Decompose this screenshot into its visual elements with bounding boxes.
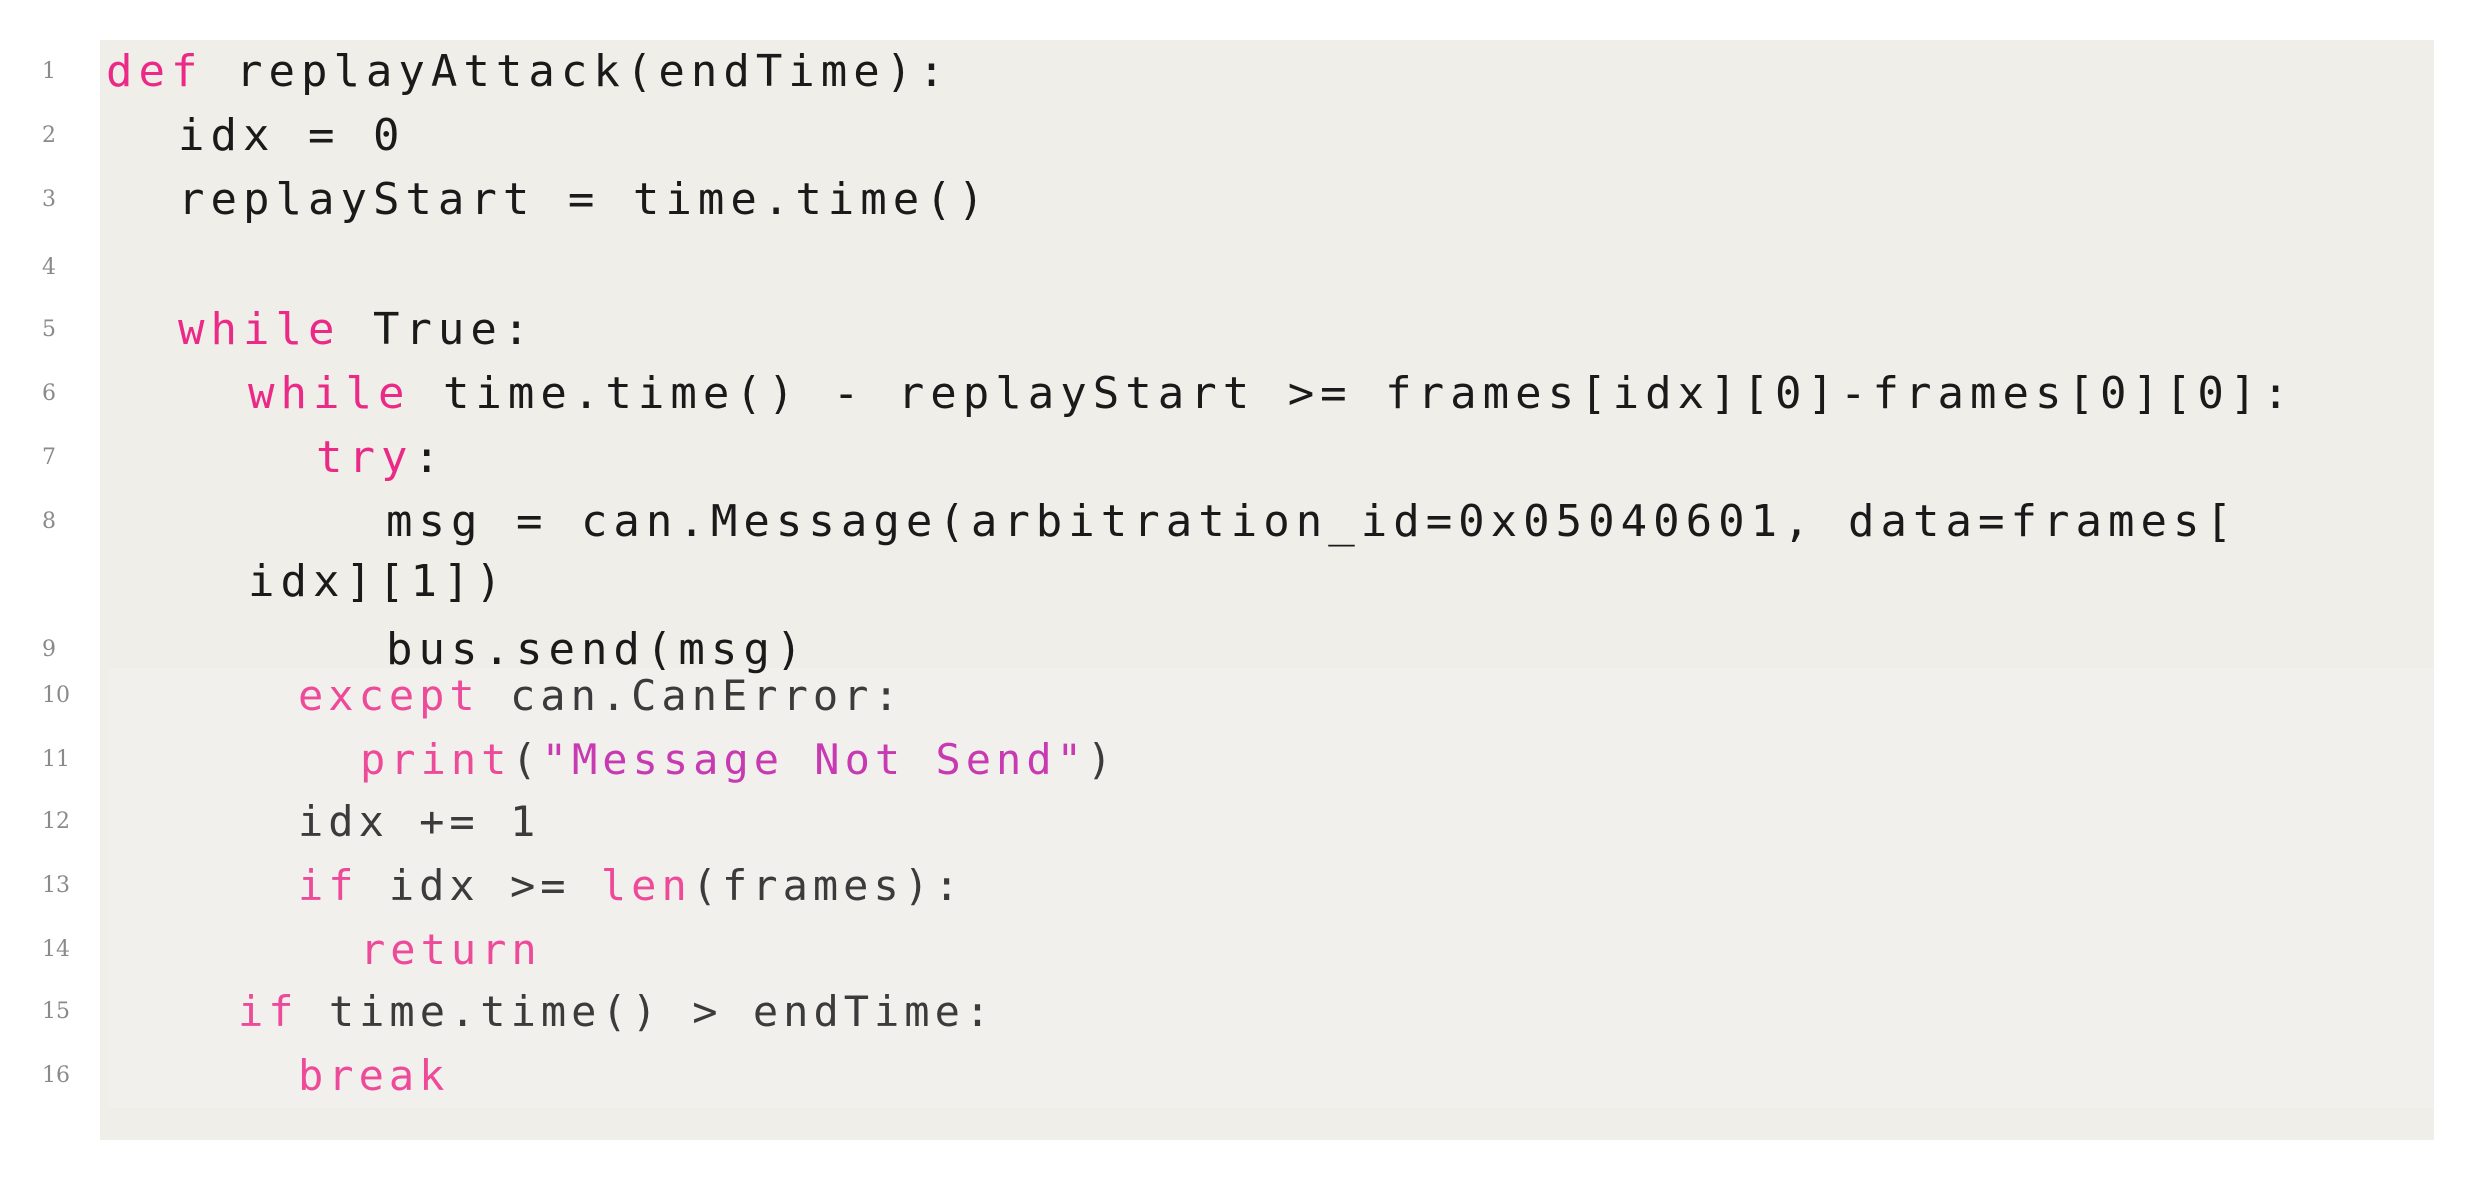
code-token: (frames):: [691, 861, 965, 910]
line-number: 11: [42, 747, 70, 772]
string-token: "Message Not Send": [541, 735, 1087, 784]
code-line: 2 idx = 0: [0, 106, 2466, 166]
line-number: 16: [42, 1063, 70, 1088]
line-number: 12: [42, 809, 70, 834]
code-line: 15 if time.time() > endTime:: [0, 982, 2466, 1042]
line-number: 10: [42, 683, 70, 708]
line-number: 4: [42, 255, 56, 280]
line-number: 13: [42, 873, 70, 898]
code-panel-lower: [108, 668, 2434, 1108]
code-text: idx += 1: [298, 792, 540, 852]
code-text: bus.send(msg): [386, 620, 808, 680]
code-text: if idx >= len(frames):: [298, 856, 964, 916]
code-token: (: [511, 735, 542, 784]
code-token: time.time() - replayStart >= frames[idx]…: [410, 368, 2295, 419]
code-token: idx][1]): [248, 556, 508, 607]
code-line: 12 idx += 1: [0, 792, 2466, 852]
keyword-token: if: [298, 861, 359, 910]
code-line: 3 replayStart = time.time(): [0, 170, 2466, 230]
line-number: 2: [42, 123, 56, 148]
keyword-token: try: [316, 432, 414, 483]
code-token: replayStart = time.time(): [178, 174, 991, 225]
code-token: idx += 1: [298, 797, 541, 846]
code-line: 14 return: [0, 920, 2466, 980]
code-text: return: [360, 920, 542, 980]
code-text: idx][1]): [248, 552, 508, 612]
code-text: while time.time() - replayStart >= frame…: [248, 364, 2295, 424]
code-text: if time.time() > endTime:: [238, 982, 995, 1042]
keyword-token: while: [248, 368, 411, 419]
code-line: 10 except can.CanError:: [0, 666, 2466, 726]
code-text: break: [298, 1046, 449, 1106]
line-number: 3: [42, 187, 56, 212]
line-number: 1: [42, 59, 56, 84]
code-line: 6 while time.time() - replayStart >= fram…: [0, 364, 2466, 424]
keyword-token: while: [178, 304, 341, 355]
keyword-token: if: [238, 987, 299, 1036]
code-line: 4: [0, 238, 2466, 298]
keyword-token: print: [360, 735, 512, 784]
code-token: :: [413, 432, 446, 483]
keyword-token: len: [600, 861, 692, 910]
line-number: 7: [42, 445, 56, 470]
keyword-token: return: [360, 925, 542, 974]
code-token: True:: [340, 304, 536, 355]
line-number: 8: [42, 509, 56, 534]
code-token: time.time() > endTime:: [298, 987, 996, 1036]
code-text: print("Message Not Send"): [360, 730, 1117, 790]
keyword-token: except: [298, 671, 480, 720]
line-number: 9: [42, 637, 56, 662]
code-text: replayStart = time.time(): [178, 170, 990, 230]
code-line: 8 msg = can.Message(arbitration_id=0x0504…: [0, 492, 2466, 552]
code-line: 16 break: [0, 1046, 2466, 1106]
code-line: 7 try:: [0, 428, 2466, 488]
code-line: 1 def replayAttack(endTime):: [0, 42, 2466, 102]
code-line: 13 if idx >= len(frames):: [0, 856, 2466, 916]
keyword-token: break: [298, 1051, 450, 1100]
code-text: try:: [316, 428, 446, 488]
code-line: 9 bus.send(msg): [0, 620, 2466, 680]
line-number: 15: [42, 999, 70, 1024]
code-token: idx >=: [358, 861, 601, 910]
code-line: idx][1]): [0, 552, 2466, 612]
code-text: def replayAttack(endTime):: [106, 42, 951, 102]
line-number: 5: [42, 317, 56, 342]
code-text: except can.CanError:: [298, 666, 904, 726]
code-line: 11 print("Message Not Send"): [0, 730, 2466, 790]
code-token: can.CanError:: [479, 671, 904, 720]
code-token: msg = can.Message(arbitration_id=0x05040…: [386, 496, 2238, 547]
keyword-token: def: [106, 46, 204, 97]
code-text: msg = can.Message(arbitration_id=0x05040…: [386, 492, 2238, 552]
code-text: idx = 0: [178, 106, 405, 166]
code-line: 5 while True:: [0, 300, 2466, 360]
code-token: idx = 0: [178, 110, 406, 161]
code-token: replayAttack(endTime):: [203, 46, 951, 97]
line-number: 14: [42, 937, 70, 962]
code-token: bus.send(msg): [386, 624, 809, 675]
line-number: 6: [42, 381, 56, 406]
code-text: while True:: [178, 300, 535, 360]
code-token: ): [1086, 735, 1118, 784]
